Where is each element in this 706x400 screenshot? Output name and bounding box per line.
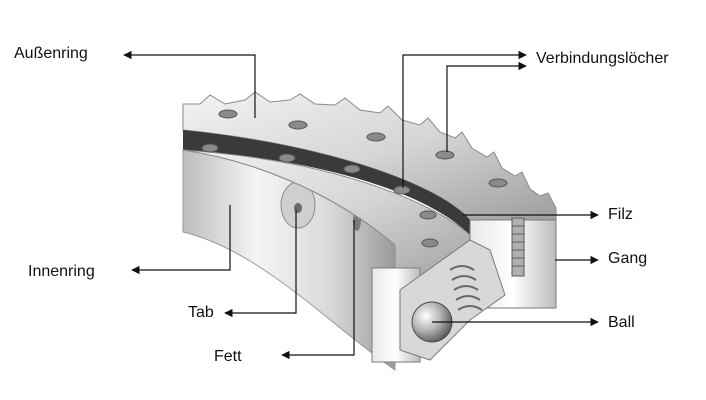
label-grease: Fett (214, 348, 242, 365)
spacer-springs (449, 265, 483, 311)
label-mounting-holes: Verbindungslöcher (536, 50, 669, 67)
label-tab: Tab (188, 304, 214, 321)
outer-ring-face (182, 91, 557, 291)
label-outer-ring: Außenring (14, 45, 88, 62)
label-ball: Ball (608, 314, 635, 331)
label-felt: Filz (608, 206, 633, 223)
label-inner-ring: Innenring (28, 263, 95, 280)
leader-lines (123, 50, 599, 360)
mounting-holes (201, 109, 508, 248)
label-spacer: Gang (608, 250, 648, 267)
bearing-cross-section (371, 217, 557, 363)
screw (511, 217, 525, 277)
